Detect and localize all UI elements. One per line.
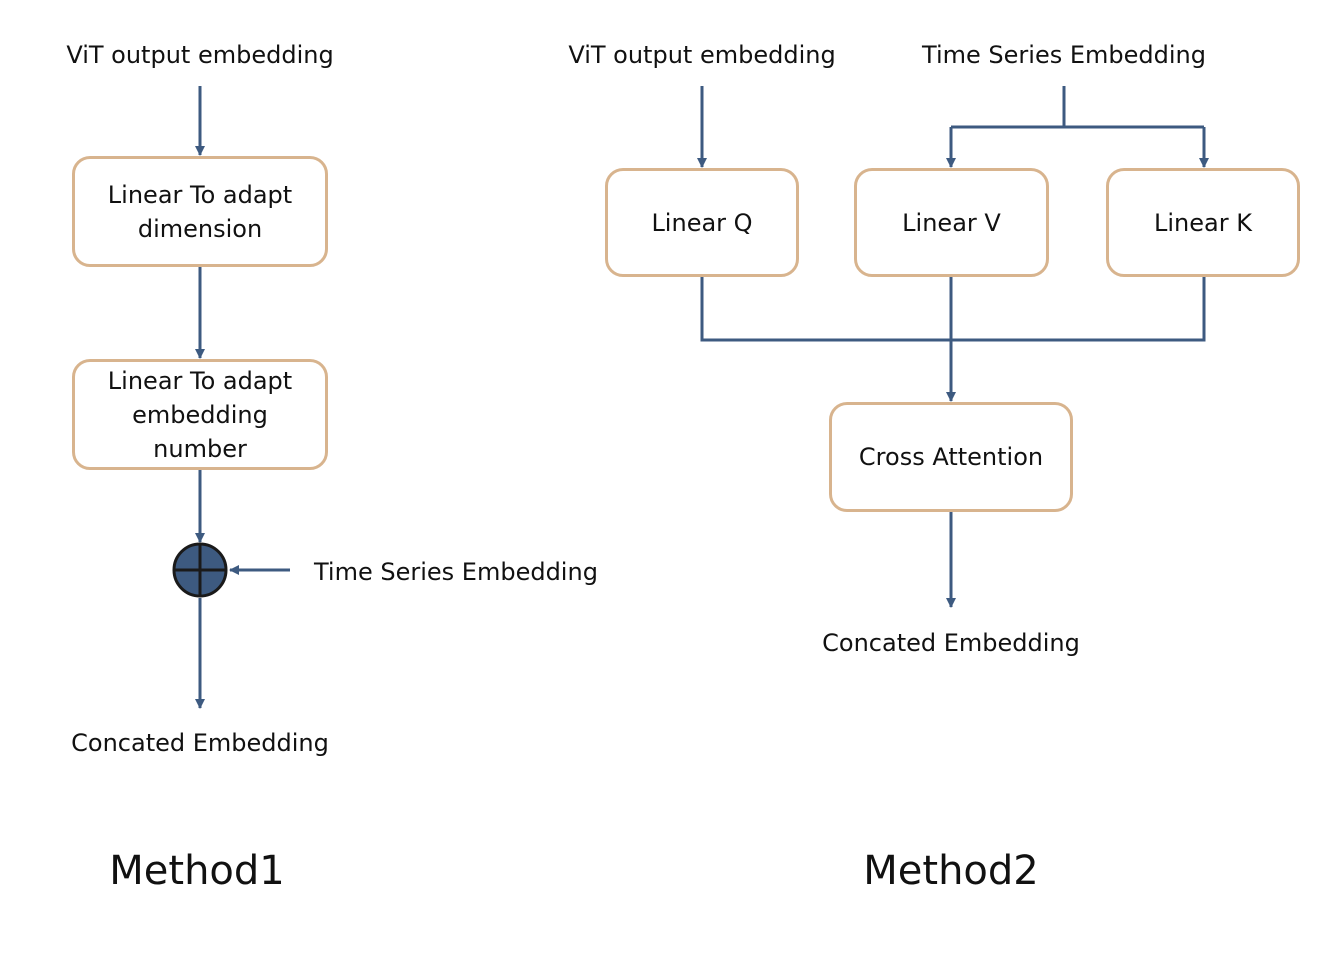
m2-vit-input-label: ViT output embedding: [568, 41, 836, 69]
m2-linear-k-box: Linear K: [1106, 168, 1300, 277]
m1-time-series-label: Time Series Embedding: [314, 558, 598, 586]
m2-linear-q-label: Linear Q: [651, 208, 753, 237]
m1-box2-line2: embedding: [132, 400, 268, 429]
m1-title: Method1: [109, 848, 285, 894]
m2-linear-v-label: Linear V: [902, 208, 1001, 237]
m2-merge-line: [700, 277, 1206, 342]
m1-box2-line1: Linear To adapt: [107, 366, 293, 395]
m2-output-label: Concated Embedding: [822, 629, 1080, 657]
m1-box1-line2: dimension: [137, 214, 263, 243]
m2-title: Method2: [863, 848, 1039, 894]
m2-time-series-input-label: Time Series Embedding: [922, 41, 1206, 69]
m2-linear-k-label: Linear K: [1154, 208, 1252, 237]
m1-output-label: Concated Embedding: [71, 729, 329, 757]
m1-linear-adapt-dimension-box: Linear To adapt dimension: [72, 156, 328, 267]
m1-input-label: ViT output embedding: [66, 41, 334, 69]
m1-linear-adapt-number-box: Linear To adapt embedding number: [72, 359, 328, 470]
add-node-icon: [172, 542, 228, 598]
m2-cross-attention-box: Cross Attention: [829, 402, 1073, 512]
m2-linear-q-box: Linear Q: [605, 168, 799, 277]
m2-cross-attention-label: Cross Attention: [858, 443, 1044, 471]
m1-box1-line1: Linear To adapt: [107, 180, 293, 209]
m2-linear-v-box: Linear V: [854, 168, 1049, 277]
m1-box2-line3: number: [153, 434, 247, 463]
